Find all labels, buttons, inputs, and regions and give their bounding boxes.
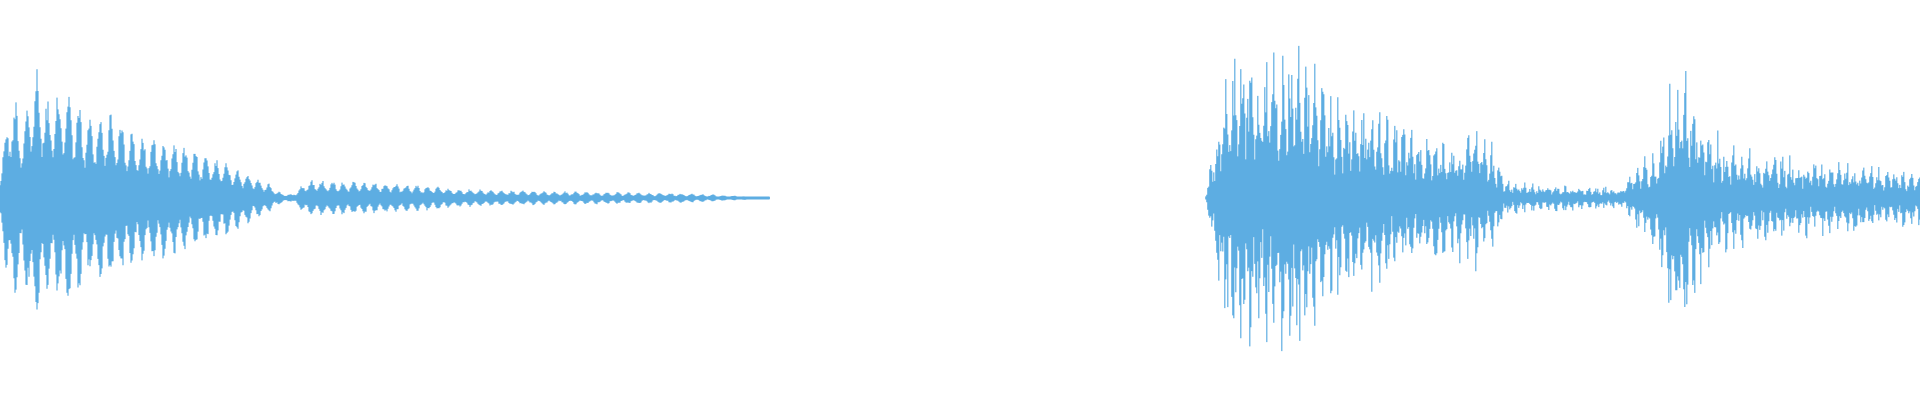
waveform-clip-2 xyxy=(1205,45,1920,352)
waveform-clip-1 xyxy=(0,69,770,310)
waveform-clip-1-samples xyxy=(0,69,770,310)
